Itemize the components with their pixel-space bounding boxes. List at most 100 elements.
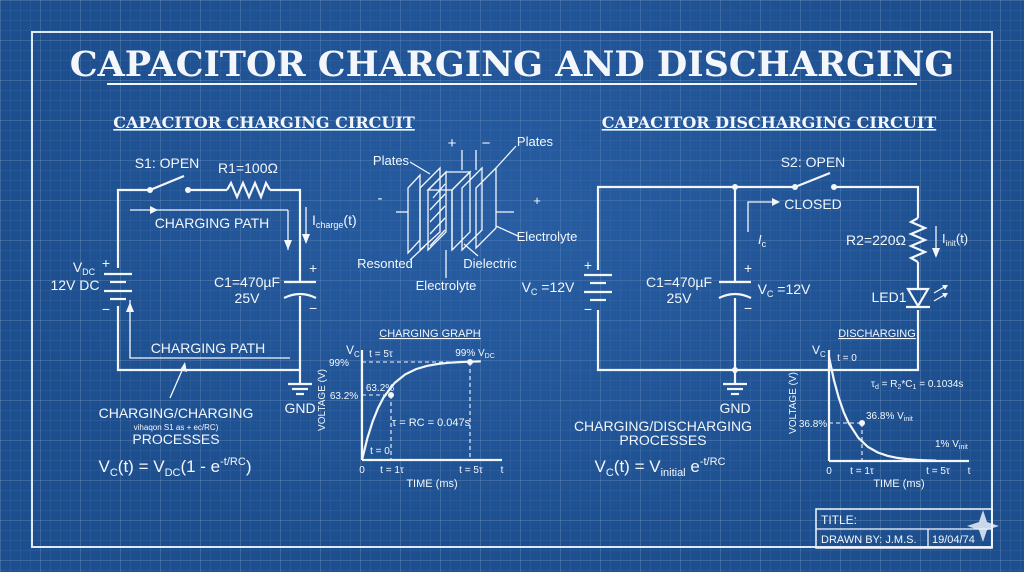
cap3d-plates-right-leader: [495, 145, 517, 169]
s2-blade: [794, 171, 831, 189]
charging-path-bottom: CHARGING PATH: [151, 340, 266, 356]
discharging-equation: VC(t) = Vinitial e-t/RC: [595, 456, 726, 479]
cap3d-front-slab: [419, 166, 441, 252]
charge-99-point-label: 99% VDC: [455, 348, 495, 360]
process-leader-icon: [180, 362, 187, 372]
main-title: CAPACITOR CHARGING AND DISCHARGING: [70, 44, 954, 85]
charging-graph: CHARGING GRAPH VC VOLTAGE (V) TIME (ms) …: [317, 328, 504, 490]
cap3d-electrolyte-right-leader: [495, 225, 519, 237]
r1-label: R1=100Ω: [218, 160, 278, 176]
led-ray-2-icon: [942, 293, 948, 298]
current-arrow-top-head-icon: [150, 206, 158, 214]
d-process-line1: CHARGING/DISCHARGING: [574, 418, 752, 434]
wire-bottom: [116, 296, 302, 372]
cap3d-right-plate: [461, 166, 483, 252]
cap3d-dielectric-leader: [463, 243, 479, 257]
d-cap-voltage: 25V: [667, 290, 693, 306]
wire-left-top: [116, 188, 148, 268]
charge-632-label: 63.2%: [330, 391, 358, 402]
charge-xt: t: [501, 465, 504, 476]
current-arrow-down-icon: [284, 240, 292, 250]
d-cap-minus: −: [744, 300, 752, 316]
charge-graph-ylabel: VOLTAGE (V): [317, 369, 328, 431]
c1-value: C1=470µF: [214, 274, 280, 290]
cap3d-resonted: Resonted: [357, 256, 413, 271]
source-label: VDC: [73, 259, 96, 277]
icharge-label: Icharge(t): [312, 212, 357, 230]
d-node-top: [732, 184, 738, 190]
charge-graph-xlabel: TIME (ms): [406, 478, 457, 490]
c1-plate-bottom: [283, 292, 317, 299]
charge-curve: [360, 360, 481, 461]
charging-process-line1: CHARGING/CHARGING: [99, 405, 254, 421]
d-cap-plate-bottom: [718, 292, 752, 299]
charge-tau-equation: τ = RC = 0.047s: [392, 417, 471, 429]
cap3d-electrolyte-bottom: Electrolyte: [416, 278, 477, 293]
d-wire-top-left: [596, 185, 793, 270]
charge-t0: t = 0: [370, 446, 390, 457]
cap3d-plus: +: [448, 135, 457, 152]
discharge-368-label: 36.8%: [799, 419, 827, 430]
discharge-graph-vc: VC: [812, 343, 826, 359]
s1-label: S1: OPEN: [135, 155, 200, 171]
d-cap-value: C1=470µF: [646, 274, 712, 290]
cap3d-plates-left-leader: [409, 161, 431, 175]
d-process-line2: PROCESSES: [619, 432, 706, 448]
d-gnd-label: GND: [719, 400, 750, 416]
cap3d-electrolyte: [451, 170, 471, 252]
s1-terminal-b: [185, 187, 191, 193]
charge-5tau-top: t = 5τ: [369, 349, 393, 360]
d-wire-top-right: [836, 185, 920, 218]
discharging-graph: DISCHARGING VC VOLTAGE (V) TIME (ms) t =…: [788, 328, 971, 490]
ic-label: Ic: [758, 232, 767, 249]
discharge-graph-ylabel: VOLTAGE (V): [788, 372, 799, 434]
title-block-date: 19/04/74: [932, 534, 975, 546]
led-ray-1-icon: [942, 285, 948, 290]
discharge-tau-point: [859, 420, 865, 426]
charge-x5: t = 5τ: [459, 465, 483, 476]
capacitor-3d-illustration: + − - + Plates Plates Resonted Electroly…: [357, 134, 577, 293]
r1-resistor: [226, 180, 271, 201]
gnd-label: GND: [284, 400, 315, 416]
charge-632-point-label: 63.2%: [366, 383, 394, 394]
s2-closed-label: CLOSED: [784, 196, 842, 212]
d-cap-plus: +: [744, 260, 752, 276]
sparkle-icon: [967, 510, 999, 542]
cap3d-left-sign: -: [378, 190, 383, 207]
discharge-graph-title: DISCHARGING: [838, 328, 916, 340]
charging-path-top: CHARGING PATH: [155, 215, 270, 231]
led-triangle-icon: [906, 287, 930, 309]
charge-x1: t = 1τ: [380, 465, 404, 476]
c1-voltage: 25V: [235, 290, 261, 306]
charging-equation: VC(t) = VDC(1 - e-t/RC): [99, 456, 252, 479]
r2-resistor: [908, 217, 928, 263]
current-arrow-bottom-line: [129, 300, 290, 359]
s2-terminal-b: [831, 184, 837, 190]
cap3d-dielectric-label: Dielectric: [463, 256, 517, 271]
led-label: LED1: [871, 289, 906, 305]
iinit-arrow-icon: [932, 248, 940, 258]
d-node-bottom: [732, 367, 738, 373]
s2-label: S2: OPEN: [781, 154, 846, 170]
s1-blade: [149, 174, 185, 192]
icharge-arrow-icon: [302, 234, 310, 244]
charging-process-small: vihaqon S1 as + ec/RC): [134, 423, 219, 432]
charge-x0: 0: [359, 465, 365, 476]
battery-minus: −: [102, 301, 110, 317]
charge-99-label: 99%: [329, 358, 349, 369]
closed-arrow-line: [747, 201, 778, 232]
discharge-1-label: 1% Vinit: [935, 439, 968, 451]
closed-arrow-icon: [772, 198, 780, 206]
cap3d-hatch: [429, 183, 446, 247]
cap3d-plates-left: Plates: [373, 153, 410, 168]
charge-99-point: [467, 359, 473, 365]
d-battery-minus: −: [584, 301, 592, 317]
charging-heading: CAPACITOR CHARGING CIRCUIT: [113, 113, 415, 132]
d-source-label: VC =12V: [522, 279, 575, 297]
cap3d-top-face: [426, 171, 472, 191]
cap3d-resonted-leader: [409, 245, 426, 261]
charging-process-line2: PROCESSES: [132, 431, 219, 447]
c1-plus: +: [309, 260, 317, 276]
discharge-xt: t: [968, 466, 971, 477]
